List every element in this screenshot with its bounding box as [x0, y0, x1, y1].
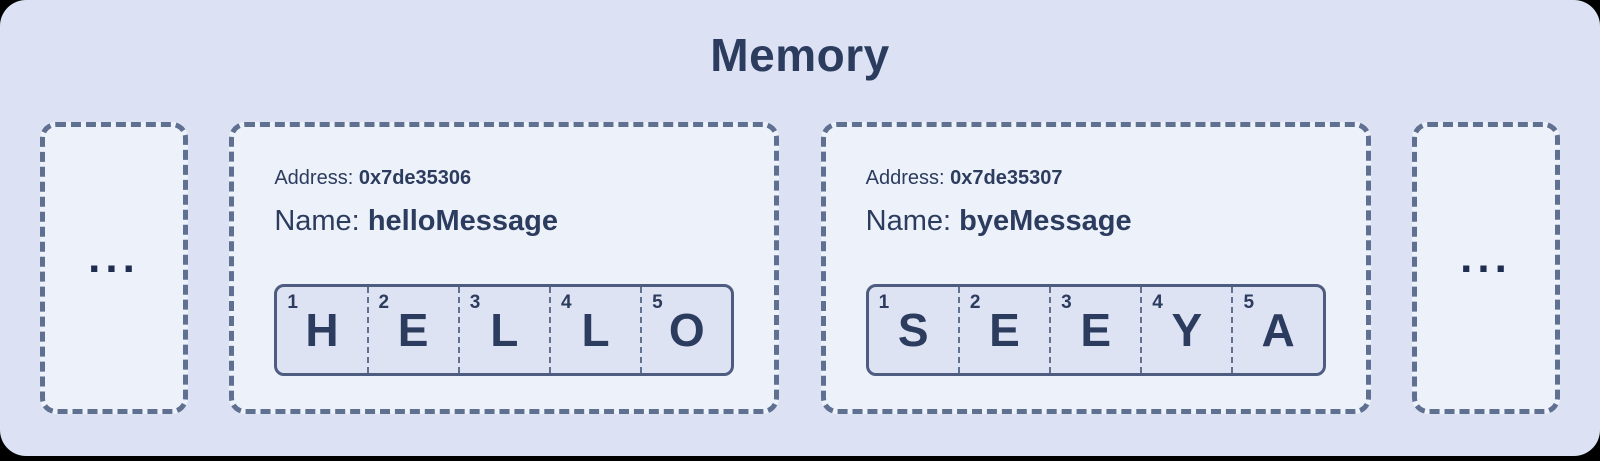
- name-line: Name: byeMessage: [866, 203, 1326, 239]
- cell-index: 3: [469, 292, 481, 313]
- name-label: Name:: [274, 205, 360, 237]
- memory-ellipsis-box-right: ...: [1411, 122, 1560, 414]
- address-value: 0x7de35306: [358, 167, 472, 189]
- cell-index: 5: [1243, 292, 1255, 313]
- cell-char: Y: [1171, 304, 1203, 356]
- array-cell: 1 S: [869, 287, 958, 373]
- cell-index: 4: [1152, 292, 1163, 313]
- char-array: 1 S 2 E 3 E 4 Y 5 A: [865, 284, 1326, 376]
- array-cell: 4 Y: [1140, 287, 1231, 373]
- memory-block-bye: Address: 0x7de35307 Name: byeMessage 1 S…: [820, 122, 1371, 414]
- cell-char: E: [1080, 304, 1111, 356]
- name-value: helloMessage: [367, 205, 558, 237]
- address-value: 0x7de35307: [950, 167, 1063, 189]
- cell-char: E: [989, 304, 1020, 356]
- array-cell: 3 E: [1049, 287, 1140, 373]
- cell-index: 2: [378, 292, 390, 313]
- cell-char: S: [897, 304, 929, 356]
- array-cell: 2 E: [957, 287, 1049, 373]
- array-cell: 1 H: [277, 287, 366, 373]
- array-cell: 2 E: [366, 287, 458, 373]
- cell-char: L: [581, 304, 610, 356]
- cell-index: 1: [878, 292, 890, 313]
- cell-index: 5: [652, 292, 663, 313]
- cell-char: H: [305, 304, 339, 356]
- name-line: Name: helloMessage: [274, 203, 734, 239]
- cell-char: O: [668, 304, 705, 356]
- ellipsis-right: ...: [1460, 233, 1512, 282]
- address-line: Address: 0x7de35307: [866, 165, 1326, 191]
- array-cell: 5 A: [1231, 287, 1322, 373]
- cell-char: E: [397, 304, 429, 356]
- name-label: Name:: [865, 205, 952, 237]
- memory-row: ... Address: 0x7de35306 Name: helloMessa…: [40, 122, 1560, 414]
- array-cell: 4 L: [548, 287, 640, 373]
- cell-index: 4: [560, 292, 572, 313]
- cell-char: A: [1261, 304, 1295, 356]
- name-value: byeMessage: [959, 205, 1132, 237]
- char-array: 1 H 2 E 3 L 4 L 5 O: [274, 284, 735, 376]
- memory-ellipsis-box-left: ...: [40, 122, 188, 414]
- cell-index: 3: [1061, 292, 1072, 313]
- ellipsis-left: ...: [88, 233, 140, 282]
- address-line: Address: 0x7de35306: [274, 165, 734, 191]
- array-cell: 3 L: [457, 287, 549, 373]
- address-label: Address:: [274, 167, 354, 189]
- address-label: Address:: [865, 167, 945, 189]
- array-cell: 5 O: [640, 287, 731, 373]
- cell-index: 2: [969, 292, 981, 313]
- cell-char: L: [490, 304, 519, 356]
- cell-index: 1: [287, 292, 298, 313]
- memory-block-hello: Address: 0x7de35306 Name: helloMessage 1…: [229, 122, 780, 414]
- diagram-title: Memory: [710, 29, 890, 81]
